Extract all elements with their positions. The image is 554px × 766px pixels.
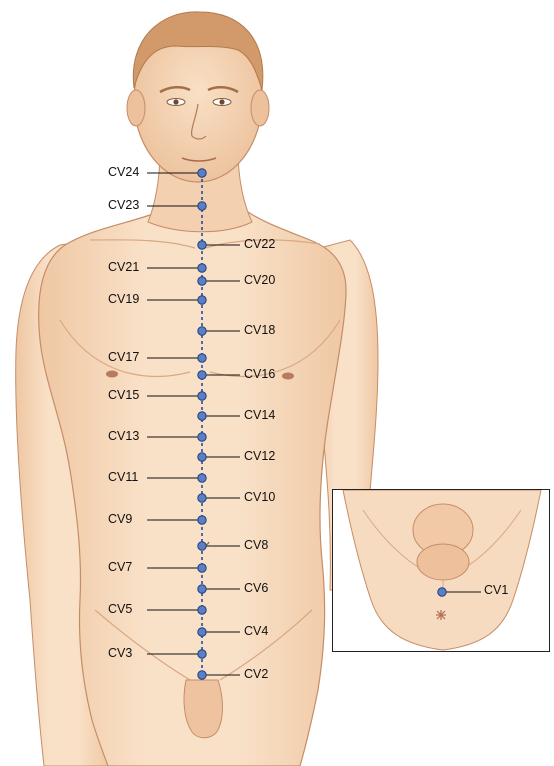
left-ear bbox=[126, 89, 146, 127]
label-cv5: CV5 bbox=[108, 602, 133, 616]
label-cv11: CV11 bbox=[108, 470, 139, 484]
acupoint-cv17 bbox=[197, 353, 207, 363]
label-cv6: CV6 bbox=[244, 581, 269, 595]
acupoint-cv18 bbox=[197, 326, 207, 336]
acupoint-cv24 bbox=[197, 168, 207, 178]
label-cv2: CV2 bbox=[244, 667, 269, 681]
acupoint-cv19 bbox=[197, 295, 207, 305]
acupoint-cv13 bbox=[197, 432, 207, 442]
inset-panel bbox=[332, 489, 550, 652]
label-cv23: CV23 bbox=[108, 198, 140, 212]
acupoint-cv22 bbox=[197, 240, 207, 250]
acupoint-cv15 bbox=[197, 391, 207, 401]
acupoint-cv14 bbox=[197, 411, 207, 421]
label-cv20: CV20 bbox=[244, 273, 276, 287]
label-cv19: CV19 bbox=[108, 292, 140, 306]
label-cv9: CV9 bbox=[108, 512, 133, 526]
label-cv13: CV13 bbox=[108, 429, 140, 443]
right-nipple bbox=[282, 372, 294, 380]
label-cv1: CV1 bbox=[484, 583, 509, 597]
label-cv12: CV12 bbox=[244, 449, 276, 463]
acupoint-cv6 bbox=[197, 584, 207, 594]
acupoint-cv8 bbox=[197, 541, 207, 551]
label-cv21: CV21 bbox=[108, 260, 140, 274]
label-cv4: CV4 bbox=[244, 624, 269, 638]
acupoint-cv4 bbox=[197, 627, 207, 637]
acupoint-cv3 bbox=[197, 649, 207, 659]
label-cv3: CV3 bbox=[108, 646, 133, 660]
label-cv7: CV7 bbox=[108, 560, 133, 574]
perineum-illustration bbox=[342, 490, 542, 651]
acupoint-cv20 bbox=[197, 276, 207, 286]
acupoint-cv1 bbox=[437, 587, 447, 597]
acupoint-cv11 bbox=[197, 473, 207, 483]
acupoint-cv12 bbox=[197, 452, 207, 462]
label-cv10: CV10 bbox=[244, 490, 276, 504]
label-cv18: CV18 bbox=[244, 323, 276, 337]
acupoint-cv9 bbox=[197, 515, 207, 525]
label-cv17: CV17 bbox=[108, 350, 140, 364]
inset-points-layer bbox=[437, 587, 481, 597]
acupoint-cv5 bbox=[197, 605, 207, 615]
acupoint-cv16 bbox=[197, 370, 207, 380]
label-cv15: CV15 bbox=[108, 388, 140, 402]
label-cv16: CV16 bbox=[244, 367, 276, 381]
left-nipple bbox=[106, 370, 118, 378]
right-ear bbox=[250, 89, 270, 127]
hair bbox=[132, 11, 264, 91]
label-cv22: CV22 bbox=[244, 237, 276, 251]
label-cv14: CV14 bbox=[244, 408, 276, 422]
label-cv8: CV8 bbox=[244, 538, 269, 552]
acupoint-cv21 bbox=[197, 263, 207, 273]
acupoint-cv10 bbox=[197, 493, 207, 503]
label-cv24: CV24 bbox=[108, 165, 140, 179]
anus-mark bbox=[436, 610, 446, 620]
acupoint-cv2 bbox=[197, 670, 207, 680]
genital bbox=[183, 679, 223, 739]
acupoint-cv23 bbox=[197, 201, 207, 211]
acupoint-cv7 bbox=[197, 563, 207, 573]
